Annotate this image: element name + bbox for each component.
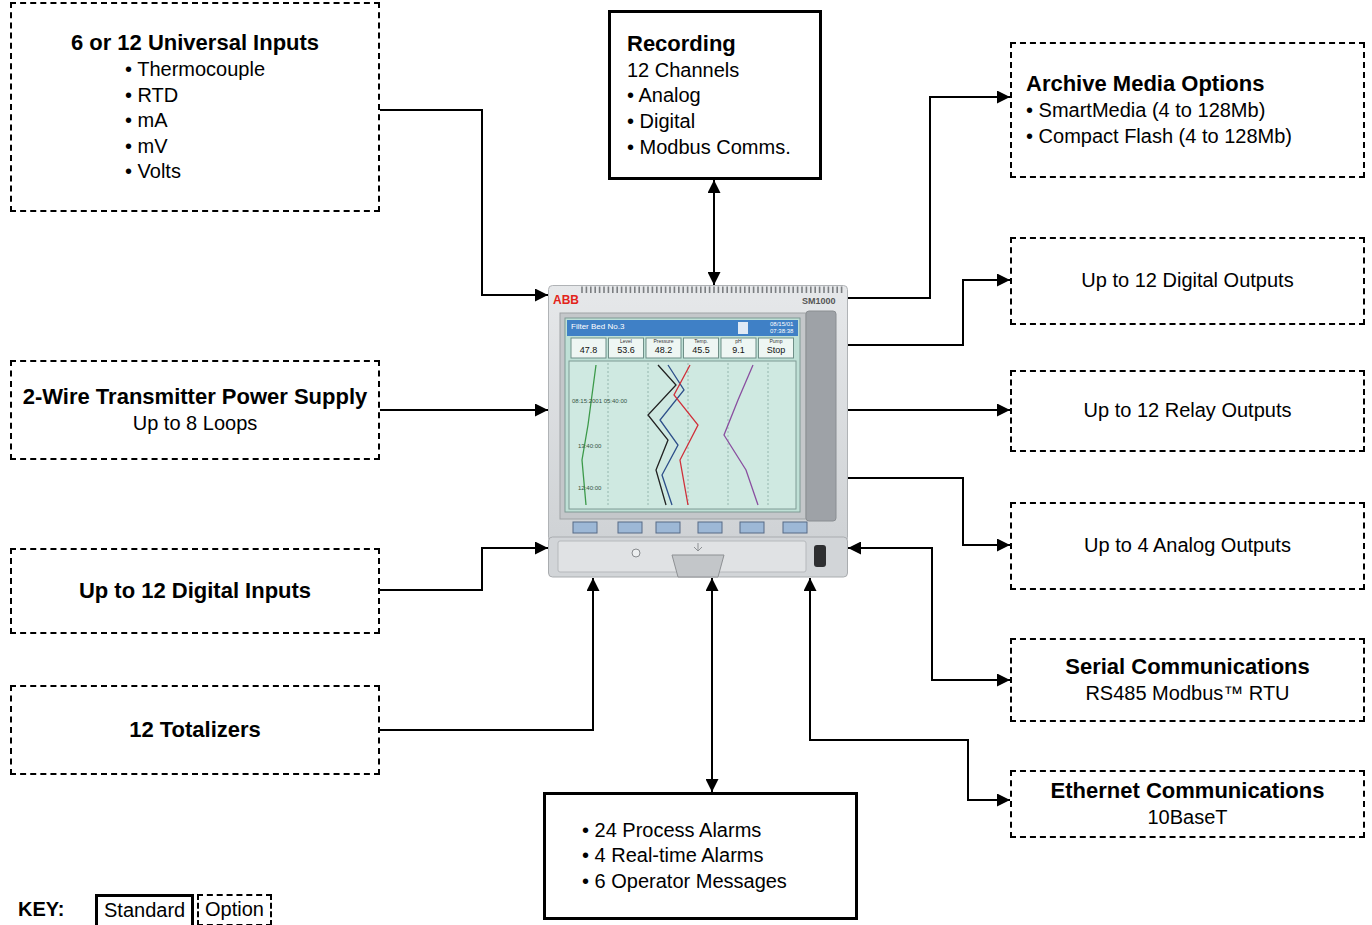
screen-date: 08/15/01 [770, 321, 793, 328]
channel-value: 47.8 [571, 346, 606, 356]
connector-arrow [380, 578, 593, 730]
box-text: • Modbus Comms. [627, 135, 811, 161]
connector-arrow [810, 578, 1010, 800]
box-heading: 2-Wire Transmitter Power Supply [20, 383, 370, 411]
channel-tag: pH [721, 339, 756, 345]
option-box: Up to 12 Digital Outputs [1010, 237, 1365, 325]
box-text: • Digital [627, 109, 811, 135]
standard-box: • 24 Process Alarms• 4 Real-time Alarms•… [543, 792, 858, 920]
box-text: Up to 4 Analog Outputs [1020, 533, 1355, 559]
brand-logo: ABB [553, 294, 579, 307]
option-box: 2-Wire Transmitter Power SupplyUp to 8 L… [10, 360, 380, 460]
chart-timestamp: 13:40:00 [578, 443, 601, 450]
screen-title: Filter Bed No.3 [571, 323, 624, 332]
screen-time: 07:38:38 [770, 328, 793, 335]
box-text: Up to 12 Digital Outputs [1020, 268, 1355, 294]
box-text: Up to 12 Relay Outputs [1020, 398, 1355, 424]
connector-arrow [380, 548, 548, 590]
connector-arrow [380, 409, 548, 411]
box-text: • SmartMedia (4 to 128Mb) [1026, 98, 1355, 124]
connector-arrow [713, 180, 715, 285]
box-text: RS485 Modbus™ RTU [1020, 681, 1355, 707]
legend-key: KEY: [18, 898, 64, 920]
option-box: Serial CommunicationsRS485 Modbus™ RTU [1010, 638, 1365, 722]
connector-arrow [711, 578, 713, 792]
box-heading: Serial Communications [1020, 653, 1355, 681]
option-box: Archive Media Options• SmartMedia (4 to … [1010, 42, 1365, 178]
option-box: Up to 12 Digital Inputs [10, 548, 380, 634]
option-box: Up to 12 Relay Outputs [1010, 370, 1365, 452]
connector-arrow [848, 409, 1010, 411]
box-text: • Compact Flash (4 to 128Mb) [1026, 124, 1355, 150]
box-text: 12 Channels [627, 58, 811, 84]
box-heading: Up to 12 Digital Inputs [20, 577, 370, 605]
box-heading: Recording [627, 30, 811, 58]
box-text: Up to 8 Loops [20, 411, 370, 437]
box-heading: 6 or 12 Universal Inputs [20, 29, 370, 57]
option-box: 6 or 12 Universal Inputs• Thermocouple• … [10, 2, 380, 212]
channel-value: 9.1 [721, 346, 756, 356]
box-heading: 12 Totalizers [20, 716, 370, 744]
box-heading: Ethernet Communications [1020, 777, 1355, 805]
legend-text: Standard [104, 899, 185, 921]
model-name: SM1000 [802, 297, 836, 307]
box-text: • 24 Process Alarms [582, 818, 847, 844]
connector-arrow [380, 110, 548, 295]
bullet-list: • Thermocouple• RTD• mA• mV• Volts [125, 57, 265, 185]
option-box: Up to 4 Analog Outputs [1010, 502, 1365, 590]
standard-box: Recording12 Channels• Analog• Digital• M… [608, 10, 822, 180]
channel-value: 45.5 [684, 346, 719, 356]
chart-timestamp: 12:40:00 [578, 485, 601, 492]
channel-value: 48.2 [646, 346, 681, 356]
option-box: 12 Totalizers [10, 685, 380, 775]
box-text: • 6 Operator Messages [582, 869, 847, 895]
channel-tag: Pressure [646, 339, 681, 345]
connector-arrow [848, 97, 1010, 298]
channel-tag: Level [609, 339, 644, 345]
box-text: • Analog [627, 83, 811, 109]
box-text: • 4 Real-time Alarms [582, 843, 847, 869]
connector-arrow [848, 478, 1010, 545]
channel-value: Stop [759, 346, 794, 356]
legend-sample-box: Option [197, 894, 272, 925]
recorder-device: ABB SM1000Filter Bed No.3 08/15/0107:38:38… [548, 285, 848, 578]
connector-arrow [848, 548, 1010, 680]
box-text: • Thermocouple [125, 57, 265, 83]
box-heading: Archive Media Options [1026, 70, 1355, 98]
channel-tag: Pump [759, 339, 794, 345]
legend-sample-box: Standard [95, 894, 194, 925]
box-text: 10BaseT [1020, 805, 1355, 831]
channel-tag: Temp. [684, 339, 719, 345]
box-text: • mA [125, 108, 265, 134]
connector-arrow [848, 280, 1010, 345]
box-text: • mV [125, 134, 265, 160]
chart-timestamp: 08:15:2001 05:40:00 [572, 398, 627, 405]
legend-text: Option [205, 898, 264, 920]
box-text: • Volts [125, 159, 265, 185]
channel-value: 53.6 [609, 346, 644, 356]
box-text: • RTD [125, 83, 265, 109]
option-box: Ethernet Communications10BaseT [1010, 770, 1365, 838]
